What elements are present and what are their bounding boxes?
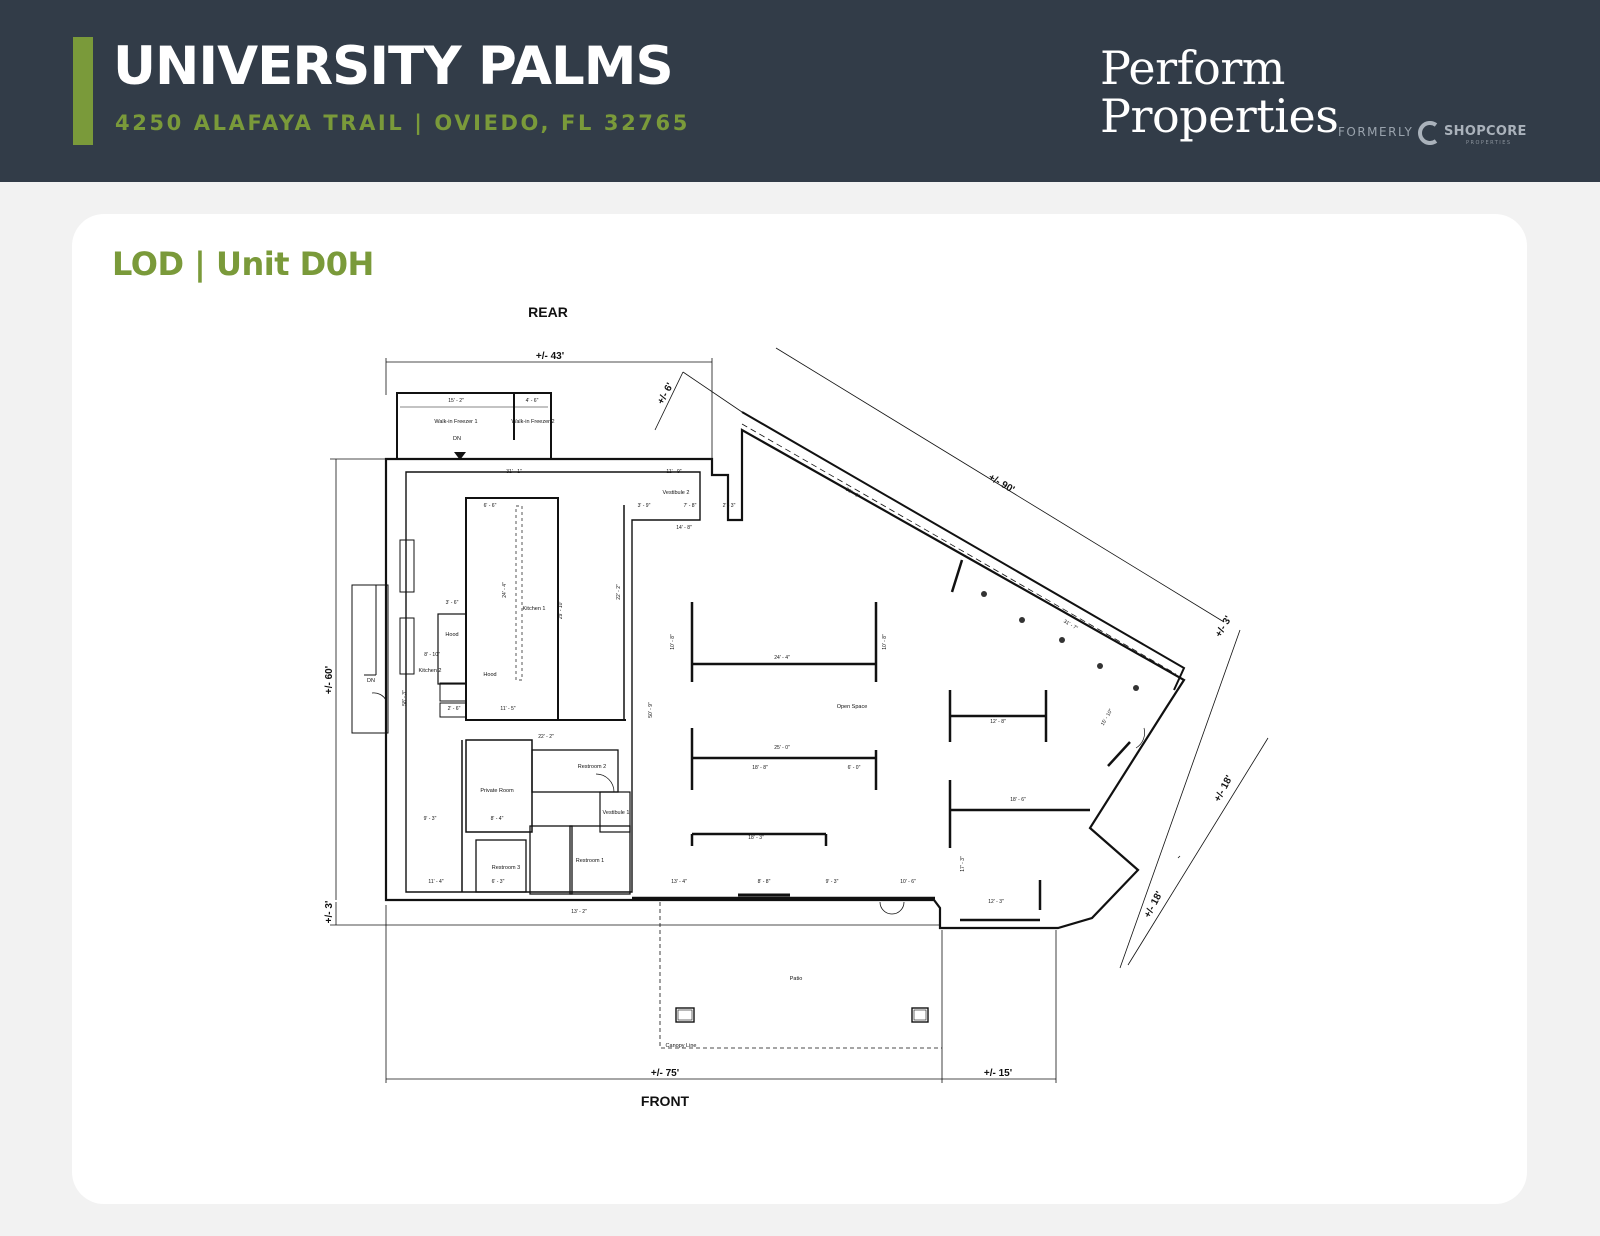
dn-label-1: DN [453, 436, 461, 442]
brand-logo: Perform Properties [1100, 41, 1339, 143]
column-dots [981, 591, 1139, 691]
dn-label-2: DN [367, 678, 375, 684]
dim-label: 10' - 8" [670, 634, 676, 650]
dim-diagonal-short: +/- 6' [656, 381, 676, 406]
room-hood: Hood [445, 632, 458, 638]
room-restroom-2: Restroom 2 [578, 764, 606, 770]
property-title: UNIVERSITY PALMS [113, 36, 674, 97]
dim-label: 3' - 6" [446, 600, 459, 606]
dim-label: 22' - 2" [538, 734, 554, 740]
dim-label: 18' - 3" [748, 835, 764, 841]
dim-label: 25' - 0" [774, 745, 790, 751]
dim-label: 6' - 6" [484, 503, 497, 509]
brand-line-1: Perform [1100, 41, 1285, 95]
dim-label: 9' - 3" [424, 816, 437, 822]
dim-label: 58' - 3" [402, 690, 408, 706]
dim-diagonal-18a: +/- 18' [1212, 774, 1235, 804]
shopcore-c-icon [1418, 121, 1438, 145]
dim-left-depth: +/- 60' [324, 666, 335, 694]
room-restroom-1: Restroom 1 [576, 858, 604, 864]
former-brand-sub: PROPERTIES [1466, 140, 1512, 146]
small-dimension-labels: 15' - 2" 4' - 6" 31' - 1" 11' - 9" 7' - … [402, 398, 1114, 915]
dim-label: 3' - 9" [638, 503, 651, 509]
dim-label: 10' - 8" [882, 634, 888, 650]
room-open-space: Open Space [837, 704, 868, 710]
dim-label: 8' - 8" [758, 879, 771, 885]
dim-label: 10' - 6" [900, 879, 916, 885]
dim-label: 9' - 3" [826, 879, 839, 885]
dim-label: 36' - 9" [844, 487, 861, 500]
dim-label: 13' - 4" [671, 879, 687, 885]
dim-label: 24' - 4" [774, 655, 790, 661]
dim-label: 7' - 8" [684, 503, 697, 509]
dim-label: 14' - 8" [676, 525, 692, 531]
dim-label: 11' - 9" [666, 469, 681, 475]
dim-bottom-right: +/- 15' [984, 1068, 1012, 1079]
former-brand-logo: SHOPCORE PROPERTIES [1415, 118, 1526, 148]
room-kitchen-1: Kitchen 1 [523, 606, 546, 612]
room-vestibule-1: Vestibule 1 [603, 810, 630, 816]
dimension-lines [330, 347, 1269, 1083]
dim-top-width: +/- 43' [536, 351, 564, 362]
dim-label: 6' - 3" [492, 879, 505, 885]
header-banner: UNIVERSITY PALMS 4250 ALAFAYA TRAIL | OV… [0, 0, 1600, 182]
dim-label: 17' - 3" [960, 856, 966, 872]
dim-label: 8' - 10" [424, 652, 440, 658]
dim-bottom-main: +/- 75' [651, 1068, 679, 1079]
down-arrow-icon [454, 452, 466, 460]
dim-label: 31' - 1" [506, 469, 522, 475]
formerly-label: FORMERLY [1338, 125, 1414, 139]
dim-label: 11' - 4" [428, 879, 443, 885]
content-card [72, 214, 1527, 1204]
room-kitchen-2: Kitchen 2 [419, 668, 442, 674]
dim-label: 50' - 9" [648, 702, 654, 718]
room-vestibule-2: Vestibule 2 [663, 490, 690, 496]
dim-label: 11' - 5" [500, 706, 515, 712]
dim-label: 4' - 6" [526, 398, 539, 404]
dim-label: 15' - 2" [448, 398, 464, 404]
dim-label: 2' - 3" [723, 503, 736, 509]
room-hood-2: Hood [483, 672, 496, 678]
canopy-line-label: Canopy Line [666, 1043, 697, 1049]
dim-label: 18' - 8" [752, 765, 768, 771]
dim-label: 6' - 0" [848, 765, 861, 771]
dim-label: 22' - 2" [616, 584, 622, 600]
room-private: Private Room [480, 788, 514, 794]
front-label: FRONT [641, 1093, 690, 1109]
rear-label: REAR [528, 304, 568, 320]
brand-line-2: Properties [1100, 89, 1339, 143]
dim-diagonal-long: +/- 90' [986, 472, 1016, 496]
dim-diagonal-three: +/- 3' [1213, 614, 1234, 639]
property-address: 4250 ALAFAYA TRAIL | OVIEDO, FL 32765 [115, 111, 690, 135]
accent-bar [73, 37, 93, 145]
dim-label: 2' - 6" [448, 706, 461, 712]
dim-front-offset: +/- 3' [324, 901, 335, 924]
dim-label: 12' - 3" [988, 899, 1004, 905]
room-walkin-freezer-1: Walk-in Freezer 1 [434, 419, 477, 425]
dim-label: 8' - 4" [491, 816, 504, 822]
dim-label: 18' - 6" [1010, 797, 1026, 803]
open-space-partitions [690, 559, 1131, 910]
room-walkin-freezer-2: Walk-in Freezer 2 [511, 419, 554, 425]
room-restroom-3: Restroom 3 [492, 865, 520, 871]
dim-label: 29' - 10" [558, 601, 564, 620]
dim-label: 31' - 7" [1062, 619, 1079, 632]
unit-title: LOD | Unit D0H [112, 245, 374, 283]
dim-label: 12' - 8" [990, 719, 1006, 725]
dim-label: 13' - 2" [571, 909, 587, 915]
room-patio: Patio [790, 976, 803, 982]
former-brand-name: SHOPCORE [1444, 124, 1527, 139]
dim-label: 24' - 4" [502, 582, 508, 598]
dim-label: 15' - 10" [1100, 708, 1114, 727]
